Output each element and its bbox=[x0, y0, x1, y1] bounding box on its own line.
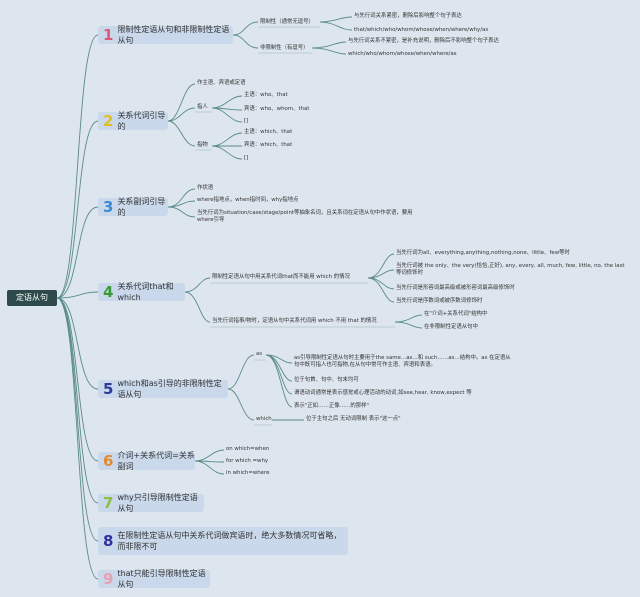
topic-label: 关系代词that和which bbox=[117, 282, 174, 302]
which-case-1: 在"介词+关系代词"结构中 bbox=[424, 311, 488, 317]
topic-7[interactable]: 7 why只引导限制性定语从句 bbox=[98, 493, 204, 513]
person-node[interactable]: 指人 bbox=[197, 104, 208, 110]
topic-label: 关系代词引导的 bbox=[117, 111, 166, 131]
topic-number: 2 bbox=[103, 111, 114, 130]
topic-label: 关系副词引导的 bbox=[117, 197, 166, 217]
as-usage-3: 谓语动词通常是表示感觉或心理活动的动词,如see,hear, know,expe… bbox=[294, 390, 472, 396]
topic-number: 1 bbox=[103, 25, 114, 44]
restrictive-desc: 与先行词关系紧密，删除后影响整个句子表达 bbox=[354, 13, 462, 19]
thing-etc: [] bbox=[244, 155, 249, 161]
restrictive-words: that/which/who/whom/whose/when/where/why… bbox=[354, 27, 489, 33]
which-usage: 位于主句之后 无动词限制 表示"这一点" bbox=[306, 416, 401, 422]
as-usage-1: as引导限制性定语从句时主要用于the same…as…和 such……as…结… bbox=[294, 355, 511, 368]
root-label: 定语从句 bbox=[16, 293, 48, 302]
prep-in-which: in which=where bbox=[226, 470, 270, 476]
prep-on-which: on which=when bbox=[226, 446, 270, 452]
topic-5[interactable]: 5 which和as引导的非限制性定语从句 bbox=[98, 379, 228, 399]
topic-number: 9 bbox=[103, 569, 114, 588]
abstract-antecedent-node: 当先行词为situation/case/stage/point等抽象名词，且关系… bbox=[197, 210, 413, 223]
that-case-3: 当先行词是形容词最高级或被形容词最高级修饰时 bbox=[396, 285, 515, 291]
that-case-1: 当先行词为all、everything,anything,nothing,non… bbox=[396, 250, 570, 256]
topic-label: why只引导限制性定语从句 bbox=[117, 493, 198, 513]
topic-3[interactable]: 3 关系副词引导的 bbox=[98, 197, 168, 217]
topic-number: 4 bbox=[103, 282, 114, 301]
nonrestrictive-words: which/who/whom/whose/when/where/as bbox=[348, 51, 457, 57]
nonrestrictive-desc: 与先行词关系不紧密，是补充说明，删除后不影响整个句子表达 bbox=[348, 38, 499, 44]
root-node[interactable]: 定语从句 bbox=[7, 290, 57, 306]
thing-subject: 主语：which、that bbox=[244, 129, 293, 135]
as-usage-4: 表示"正如……正像……的那样" bbox=[294, 403, 370, 409]
topic-label: which和as引导的非限制性定语从句 bbox=[117, 379, 222, 399]
thing-object: 宾语：which、that bbox=[244, 142, 293, 148]
only-which-node[interactable]: 当先行词指事/物时，定语从句中关系代词用 which 不用 that 的情况 bbox=[212, 318, 377, 324]
topic-number: 7 bbox=[103, 493, 114, 512]
as-node[interactable]: as bbox=[256, 351, 263, 357]
thing-node[interactable]: 指物 bbox=[197, 142, 208, 148]
person-subject: 主语：who、that bbox=[244, 92, 288, 98]
person-object: 宾语：who、whom、that bbox=[244, 106, 310, 112]
topic-number: 5 bbox=[103, 379, 114, 398]
topic-label: 在限制性定语从句中关系代词做宾语时，绝大多数情况可省略，而非限不可 bbox=[117, 531, 342, 551]
topic-6[interactable]: 6 介词+关系代词=关系副词 bbox=[98, 451, 195, 471]
that-case-4: 当先行词是序数词或被序数词修饰时 bbox=[396, 298, 483, 304]
relative-pronoun-roles: 作主语、宾语或定语 bbox=[197, 80, 246, 86]
adverbial-node: 作状语 bbox=[197, 185, 214, 191]
prep-for-which: for which =why bbox=[226, 458, 269, 464]
topic-9[interactable]: 9 that只能引导限制性定语从句 bbox=[98, 569, 210, 589]
topic-number: 3 bbox=[103, 197, 114, 216]
only-that-node[interactable]: 限制性定语从句中用关系代词that而不能用 which 的情况 bbox=[212, 274, 350, 280]
topic-number: 6 bbox=[103, 451, 114, 470]
which-node[interactable]: which bbox=[256, 416, 272, 422]
topic-label: 介词+关系代词=关系副词 bbox=[117, 451, 195, 471]
nonrestrictive-node[interactable]: 非限制性（有逗号） bbox=[260, 45, 309, 51]
restrictive-node[interactable]: 限制性（通常无逗号） bbox=[260, 19, 314, 25]
person-etc: [] bbox=[244, 118, 249, 124]
topic-label: that只能引导限制性定语从句 bbox=[117, 569, 206, 589]
topic-number: 8 bbox=[103, 531, 114, 550]
that-case-2: 当先行词被 the only、the very(恰恰,正好), any, eve… bbox=[396, 263, 625, 276]
topic-2[interactable]: 2 关系代词引导的 bbox=[98, 111, 168, 131]
topic-4[interactable]: 4 关系代词that和which bbox=[98, 282, 185, 302]
which-case-2: 在非限制性定语从句中 bbox=[424, 324, 478, 330]
topic-label: 限制性定语从句和非限制性定语从句 bbox=[117, 25, 230, 45]
as-usage-2: 位于句首、句中、句末均可 bbox=[294, 377, 359, 383]
topic-1[interactable]: 1 限制性定语从句和非限制性定语从句 bbox=[98, 25, 233, 45]
topic-8[interactable]: 8 在限制性定语从句中关系代词做宾语时，绝大多数情况可省略，而非限不可 bbox=[98, 527, 348, 555]
where-when-node: where指地点，when指时间，why指地点 bbox=[197, 197, 299, 203]
